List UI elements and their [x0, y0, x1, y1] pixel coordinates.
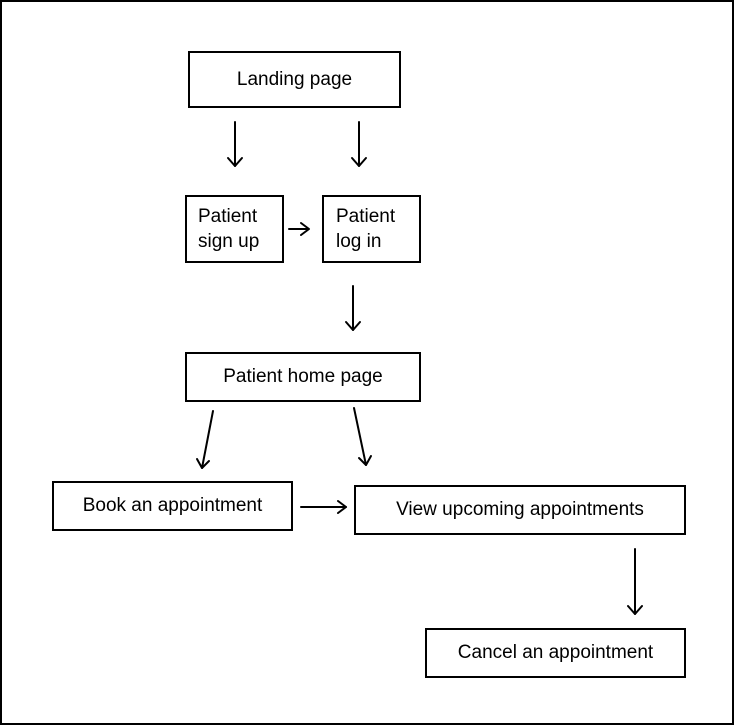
node-label: Cancel an appointment — [457, 642, 654, 663]
node-label: Patient home page — [223, 366, 383, 387]
node-patient-sign-up: Patient sign up — [185, 195, 284, 263]
node-view-upcoming-appointments: View upcoming appointments — [354, 485, 686, 535]
arrow-login-to-home — [345, 285, 361, 331]
arrow-view-to-cancel — [627, 548, 643, 615]
node-label: Book an appointment — [82, 495, 263, 516]
node-book-appointment: Book an appointment — [52, 481, 293, 531]
arrow-landing-to-login — [351, 121, 367, 167]
node-cancel-appointment: Cancel an appointment — [425, 628, 686, 678]
arrow-signup-to-login — [288, 222, 310, 236]
arrow-home-to-book — [196, 410, 214, 469]
node-label: View upcoming appointments — [396, 499, 644, 520]
arrow-book-to-view — [300, 500, 347, 514]
arrow-landing-to-signup — [227, 121, 243, 167]
node-patient-home-page: Patient home page — [185, 352, 421, 402]
arrow-home-to-view — [353, 407, 372, 466]
node-label: Patient log in — [336, 206, 396, 252]
node-patient-log-in: Patient log in — [322, 195, 421, 263]
node-label: Landing page — [236, 68, 353, 90]
node-landing-page: Landing page — [188, 51, 401, 108]
node-label: Patient sign up — [198, 206, 260, 252]
